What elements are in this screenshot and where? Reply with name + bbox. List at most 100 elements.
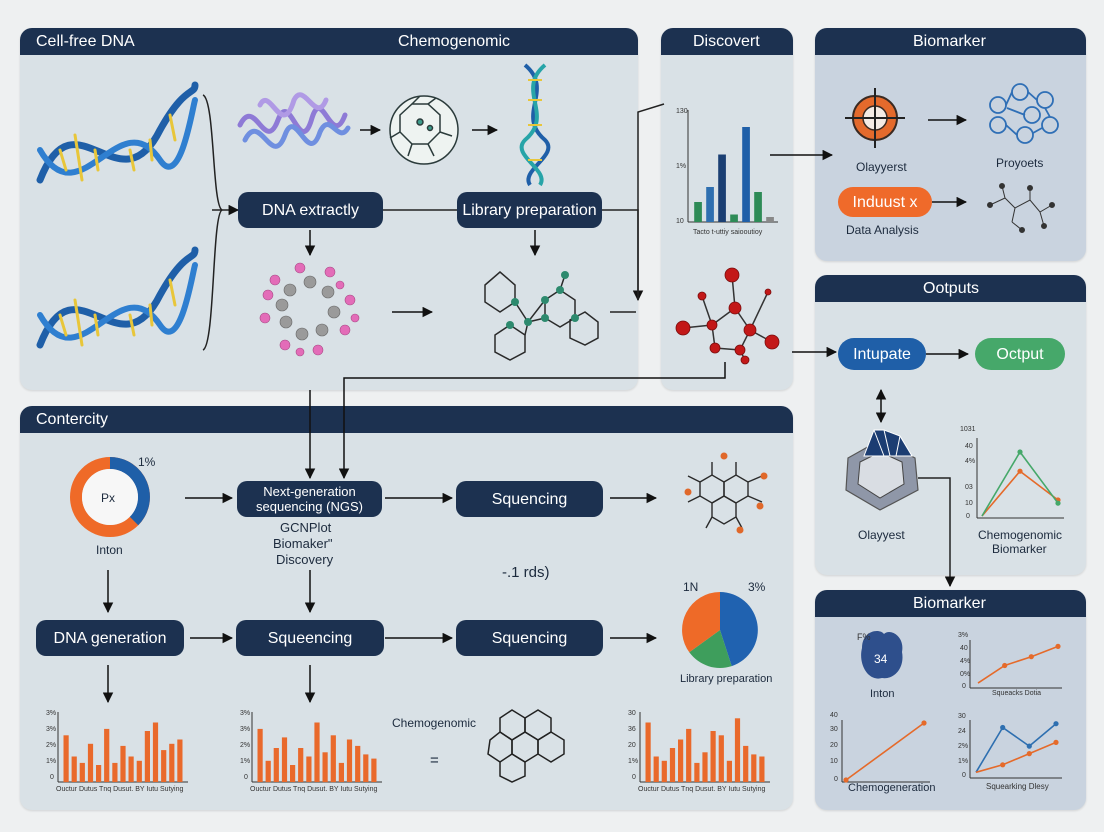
bar-chart-a bbox=[63, 722, 183, 783]
discovery-axis-top: 130 bbox=[676, 108, 688, 115]
panel-title-outputs: Ootputs bbox=[923, 280, 980, 297]
outputs-axis-3: 03 bbox=[965, 484, 973, 491]
bar-b-bar-10 bbox=[338, 762, 344, 782]
donut-percent: 1% bbox=[138, 455, 156, 469]
bm4-point-0-1 bbox=[1000, 724, 1006, 731]
panel-title-cell-free-dna: Cell-free DNA bbox=[36, 33, 135, 50]
bar-a-axis-top: 3% bbox=[46, 710, 57, 717]
bar-c-axis-2: 36 bbox=[628, 726, 636, 733]
outputs-axis-1: 40 bbox=[965, 443, 973, 450]
bar-b-axis-4: 1% bbox=[240, 758, 251, 765]
ngs-step-line-2: sequencing (NGS) bbox=[256, 499, 363, 514]
dna-extract-step[interactable]: DNA extractly bbox=[238, 192, 383, 228]
bm3-point-0-1 bbox=[921, 720, 927, 726]
sequencing-step-right[interactable]: Squencing bbox=[456, 620, 603, 656]
bar-c-bar-4 bbox=[678, 739, 684, 782]
outputs-donut-label: Olayyest bbox=[858, 528, 905, 542]
bm4-axis-1: 24 bbox=[958, 728, 966, 735]
library-prep-step[interactable]: Library preparation bbox=[457, 192, 602, 228]
bar-c-bar-12 bbox=[743, 745, 749, 782]
bm3-axis-3: 10 bbox=[830, 758, 838, 765]
bar-a-bar-12 bbox=[161, 750, 167, 782]
pie-slice-0 bbox=[720, 592, 758, 667]
bar-a-bar-8 bbox=[128, 756, 134, 782]
discovery-bar-2 bbox=[718, 154, 726, 222]
bar-a-bar-2 bbox=[79, 762, 85, 782]
bar-b-bar-0 bbox=[257, 728, 263, 782]
panel-title-contectity: Contercity bbox=[36, 411, 109, 428]
bm2-axis-0: 3% bbox=[958, 632, 969, 639]
bar-a-bar-7 bbox=[120, 745, 126, 782]
bar-a-caption: Ouctur Dutus Tnq Dusut. BY Iutu Sutying bbox=[56, 786, 184, 793]
bar-b-bar-9 bbox=[330, 735, 336, 783]
bar-c-bar-7 bbox=[702, 752, 708, 783]
ngs-step-line-1: Next-generation bbox=[263, 484, 356, 499]
bar-a-bar-14 bbox=[177, 739, 183, 782]
bar-c-axis-0: 0 bbox=[632, 774, 636, 781]
pie-slice-2 bbox=[682, 592, 720, 653]
network-hex-icon bbox=[989, 83, 1059, 144]
biomarker-label-left: Olayyerst bbox=[856, 160, 907, 174]
chemogenomic-label: Chemogenomic bbox=[392, 716, 477, 730]
biomarker-line-chart-4 bbox=[975, 721, 1059, 774]
induust-button[interactable]: Induust x bbox=[838, 187, 932, 217]
bar-c-bar-11 bbox=[734, 718, 741, 783]
badge-blob-icon bbox=[861, 630, 903, 679]
bar-a-axis-3: 2% bbox=[46, 742, 57, 749]
bm4-axis-3: 1% bbox=[958, 758, 969, 765]
panel-discovery-header: Discovert bbox=[661, 28, 793, 55]
discovery-bar-5 bbox=[754, 192, 762, 222]
dna-helix-icon-bottom bbox=[36, 246, 199, 349]
bar-chart-c bbox=[645, 718, 765, 783]
bm4-point-0-2 bbox=[1026, 743, 1032, 749]
outputs-axis-0: 1031 bbox=[960, 426, 976, 433]
bm2-point-0-2 bbox=[1028, 654, 1034, 660]
sequencing-step-mid[interactable]: Squeencing bbox=[236, 620, 384, 656]
bar-b-bar-2 bbox=[273, 748, 279, 782]
discovery-axis-mid: 1% bbox=[676, 163, 687, 170]
bar-a-bar-11 bbox=[152, 722, 159, 782]
input-pill[interactable]: Intupate bbox=[838, 338, 926, 370]
protein-ribbon-icon bbox=[237, 92, 351, 149]
bar-c-caption: Ouctur Dutus Tnq Dusut. BY Iutu Sutying bbox=[638, 786, 766, 793]
panel-biomarker-bottom-header: Biomarker bbox=[815, 590, 1086, 617]
outputs-point-1-2 bbox=[1055, 500, 1061, 506]
panel-title-biomarker-bottom: Biomarker bbox=[913, 595, 986, 612]
discovery-bar-3 bbox=[730, 214, 738, 222]
bm2-axis-3: 0% bbox=[960, 671, 971, 678]
bar-b-bar-3 bbox=[281, 737, 288, 782]
small-molecule-icon bbox=[987, 183, 1055, 233]
bm3-caption: Chemogeneration bbox=[848, 782, 936, 794]
bar-b-axis-2: 3% bbox=[240, 726, 251, 733]
outputs-line-chart bbox=[981, 449, 1061, 517]
bar-a-bar-5 bbox=[104, 728, 110, 782]
shield-polyhedron-icon bbox=[845, 429, 919, 511]
bar-c-axis-top: 30 bbox=[628, 710, 636, 717]
biomarker-line-chart-2 bbox=[977, 643, 1061, 684]
bar-a-bar-13 bbox=[169, 743, 175, 783]
outputs-chart-label-2: Biomarker bbox=[992, 542, 1047, 556]
bm3-axis-0: 40 bbox=[830, 712, 838, 719]
discovery-chart-caption: Tacto t-uttiy saiooutioy bbox=[693, 229, 763, 236]
output-pill[interactable]: Octput bbox=[975, 338, 1065, 370]
outputs-series-0 bbox=[981, 470, 1059, 517]
bm2-point-0-1 bbox=[1002, 662, 1008, 669]
ngs-step[interactable]: Next-generation sequencing (NGS) bbox=[237, 481, 382, 517]
bm4-series-0 bbox=[975, 723, 1057, 773]
panel-biomarker-bottom: Biomarker bbox=[815, 590, 1086, 810]
donut-center-text: Px bbox=[101, 491, 116, 505]
equals-sign: = bbox=[430, 752, 439, 769]
biomarker-data-analysis: Data Analysis bbox=[846, 223, 919, 237]
bar-a-bar-0 bbox=[63, 735, 69, 783]
dna-generation-step[interactable]: DNA generation bbox=[36, 620, 184, 656]
panel-biomarker-top: Biomarker bbox=[815, 28, 1086, 261]
bar-c-axis-3: 20 bbox=[628, 742, 636, 749]
outputs-axis-2: 4% bbox=[965, 458, 976, 465]
bm4-caption: Squearking Dlesy bbox=[986, 782, 1049, 791]
bm3-point-0-0 bbox=[843, 777, 849, 783]
bar-b-bar-7 bbox=[314, 722, 320, 782]
bar-c-bar-14 bbox=[759, 756, 765, 782]
bar-c-bar-1 bbox=[653, 756, 659, 782]
sequencing-step-top[interactable]: Squencing bbox=[456, 481, 603, 517]
hex-molecule-icon bbox=[684, 452, 768, 534]
